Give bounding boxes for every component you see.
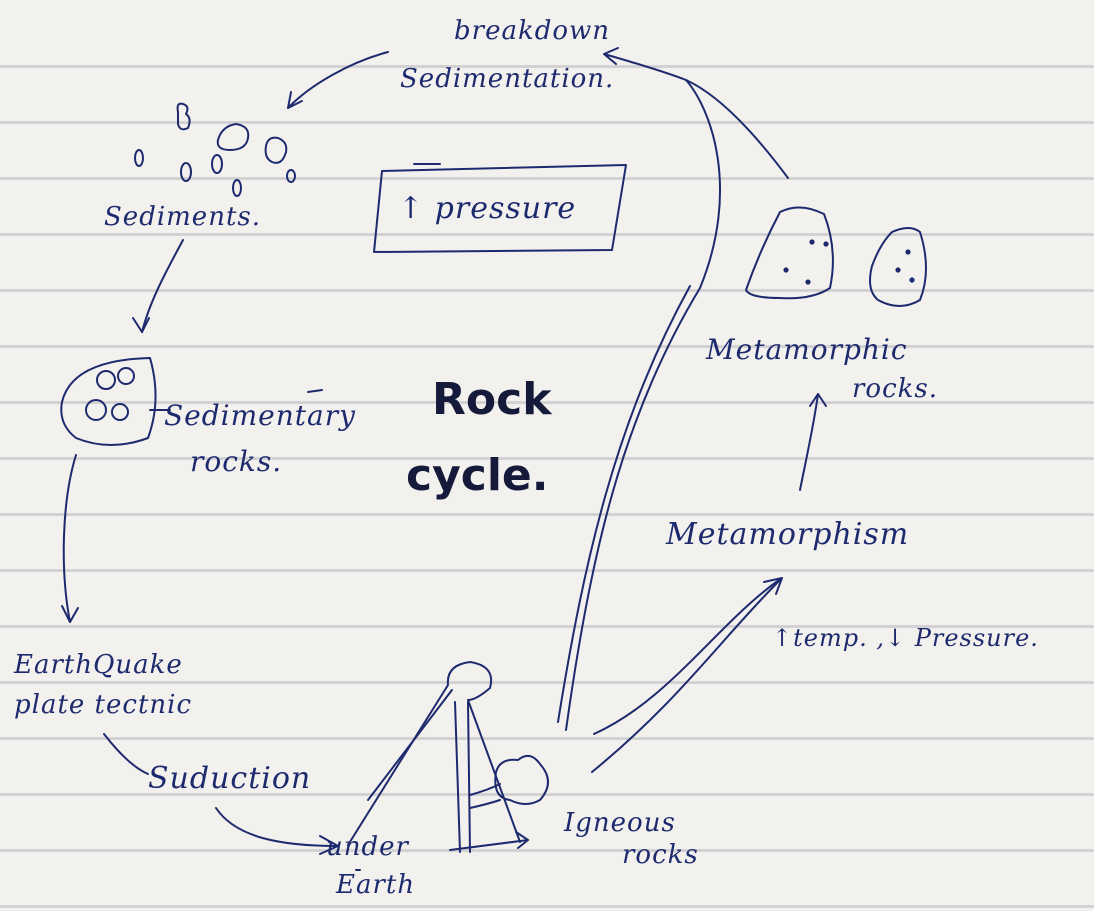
label-sedimentary-rocks-line1: Sedimentary — [164, 402, 356, 430]
arrow-to-earthquake — [64, 455, 76, 622]
label-igneous-rocks-line1: Igneous — [564, 810, 676, 836]
label-pressure-box: ↑ pressure — [398, 194, 576, 224]
arrow-to-sediments — [288, 52, 388, 108]
arrowhead-to-breakdown — [604, 48, 686, 80]
arrow-to-subduction — [104, 734, 148, 774]
sediment-particles-icon — [135, 104, 295, 196]
label-earthquake: EarthQuake — [14, 652, 183, 678]
label-subduction: Suduction — [148, 764, 311, 794]
label-metamorphism: Metamorphism — [666, 520, 909, 550]
label-igneous-rocks-line2: rocks — [622, 842, 699, 868]
label-under-earth-line1: under — [326, 834, 409, 860]
arrow-igneous-to-breakdown — [566, 80, 720, 730]
arrow-to-metamorphic-rocks — [800, 394, 818, 490]
arrow-to-metamorphism — [594, 578, 782, 734]
arrow-to-under-earth — [216, 808, 338, 846]
label-sedimentation: Sedimentation. — [400, 66, 614, 92]
title-line1: Rock — [432, 378, 551, 422]
volcano-icon — [348, 662, 548, 852]
label-sedimentary-rocks-line2: rocks. — [190, 448, 282, 476]
label-metamorphic-rocks-line2: rocks. — [852, 376, 938, 402]
label-metamorphic-rocks-line1: Metamorphic — [706, 336, 908, 364]
title-line2: cycle. — [406, 454, 548, 498]
label-under-earth-line2: Earth — [336, 872, 415, 898]
label-sediments: Sediments. — [104, 204, 261, 230]
label-temp-pressure: ↑temp. ,↓ Pressure. — [772, 626, 1039, 650]
label-plate-tectonic: plate tectnic — [14, 692, 192, 718]
metamorphic-rocks-icon — [746, 207, 926, 306]
label-breakdown: breakdown — [454, 18, 610, 44]
